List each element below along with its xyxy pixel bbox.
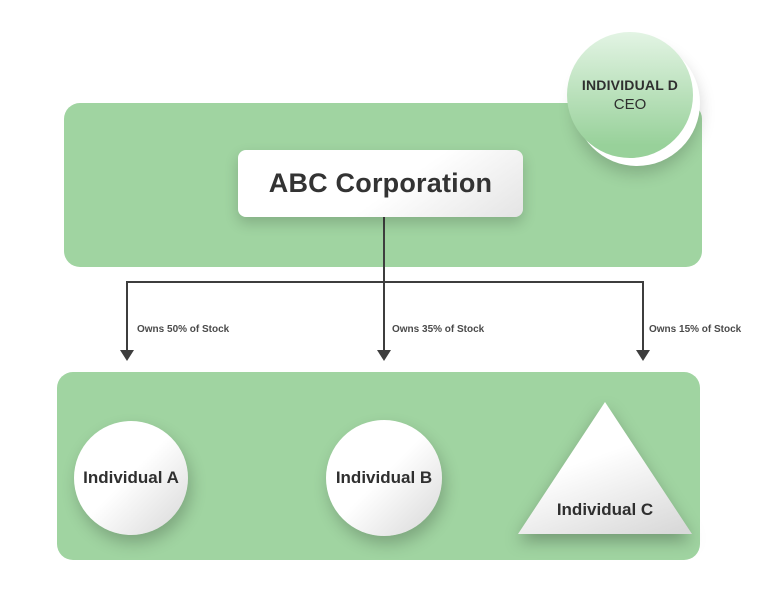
- connector-stem: [383, 217, 385, 282]
- connector-horizontal: [126, 281, 644, 283]
- ceo-title: CEO: [613, 96, 647, 113]
- edge-label-ownership-c: Owns 15% of Stock: [649, 324, 742, 335]
- company-name: ABC Corporation: [268, 168, 493, 198]
- arrowhead-down-icon: [636, 350, 650, 361]
- owner-node-individual-c: Individual C: [518, 402, 692, 534]
- connector-drop-center: [383, 281, 385, 352]
- owner-node-individual-a: Individual A: [74, 421, 188, 535]
- connector-drop-right: [642, 281, 644, 352]
- owner-label: Individual C: [556, 500, 654, 519]
- edge-label-ownership-b: Owns 35% of Stock: [392, 324, 485, 335]
- ceo-name: INDIVIDUAL D: [581, 77, 679, 93]
- connector-drop-left: [126, 281, 128, 352]
- arrowhead-down-icon: [120, 350, 134, 361]
- ceo-circle-node: INDIVIDUAL D CEO: [567, 32, 693, 158]
- owner-node-individual-b: Individual B: [326, 420, 442, 536]
- owner-label: Individual A: [83, 468, 179, 487]
- company-box: ABC Corporation: [238, 150, 523, 217]
- owner-label: Individual B: [335, 468, 433, 487]
- arrowhead-down-icon: [377, 350, 391, 361]
- triangle-shape: Individual C: [518, 402, 692, 534]
- edge-label-ownership-a: Owns 50% of Stock: [137, 324, 230, 335]
